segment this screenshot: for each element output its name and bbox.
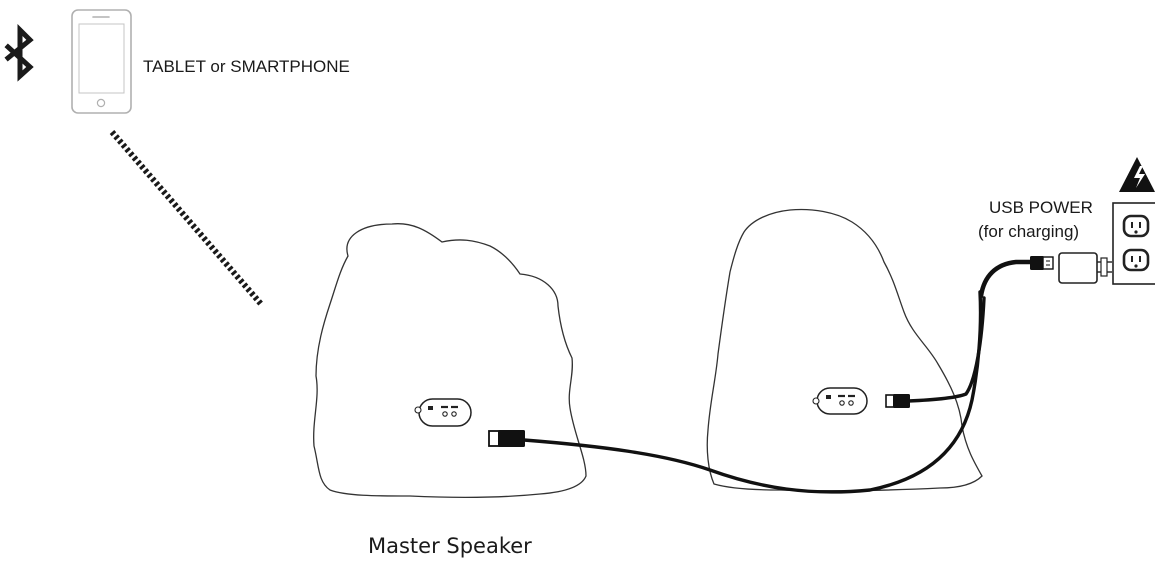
second-speaker	[706, 208, 983, 492]
bluetooth-icon	[4, 23, 34, 82]
second-speaker-usb-plug	[885, 394, 910, 408]
master-speaker-label: Master Speaker	[368, 534, 532, 558]
usb-power-note-label: (for charging)	[978, 222, 1080, 241]
smartphone-icon	[71, 9, 132, 114]
charging-cables	[522, 259, 1039, 494]
wall-outlet-icon	[1112, 202, 1155, 285]
usb-power-label: USB POWER	[989, 198, 1093, 217]
usb-power-adapter-icon	[1058, 252, 1112, 284]
second-speaker-control-panel	[812, 387, 868, 415]
usb-plug-icon	[1030, 256, 1054, 270]
wireless-link	[109, 130, 264, 306]
device-label: TABLET or SMARTPHONE	[143, 57, 350, 76]
master-speaker	[313, 223, 587, 498]
electric-hazard-icon	[1119, 157, 1155, 192]
master-speaker-usb-plug	[488, 430, 525, 447]
master-speaker-control-panel	[414, 398, 472, 427]
